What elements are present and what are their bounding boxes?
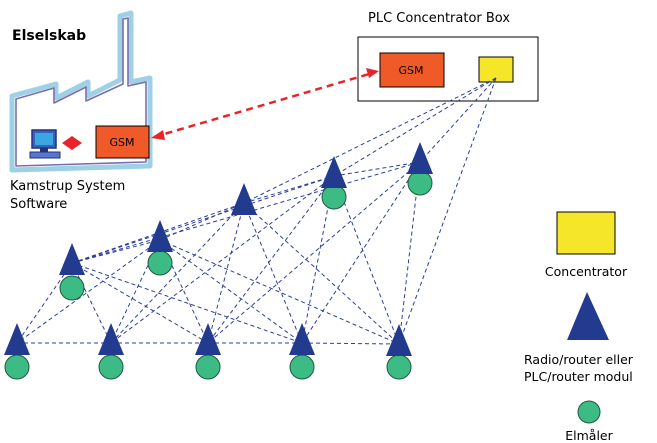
meter-node <box>386 354 412 380</box>
meter-node <box>4 354 30 380</box>
mesh-link <box>243 202 303 344</box>
legend-meter-label: Elmåler <box>565 428 613 443</box>
meter-node <box>59 275 85 301</box>
router-node <box>59 243 85 275</box>
mesh-link <box>159 239 400 345</box>
router-node <box>289 323 315 355</box>
legend: Concentrator Radio/router eller PLC/rout… <box>524 211 634 443</box>
mesh-link <box>159 202 245 241</box>
mesh-link <box>301 342 400 345</box>
meter-node <box>321 184 347 210</box>
mesh-links <box>16 77 497 345</box>
gsm-link <box>151 68 379 140</box>
mesh-link <box>207 175 335 344</box>
gsm-right-label: GSM <box>399 64 424 77</box>
arrowhead-right <box>366 68 379 78</box>
router-node <box>147 220 173 252</box>
gsm-module-right <box>379 52 445 88</box>
mesh-link <box>333 175 400 345</box>
meter-node <box>98 354 124 380</box>
mesh-link <box>71 262 209 344</box>
router-node <box>407 142 433 174</box>
router-node <box>98 323 124 355</box>
mesh-link <box>159 239 209 344</box>
routers <box>4 142 433 356</box>
legend-meter-circle <box>577 400 601 424</box>
mesh-link <box>207 161 421 344</box>
meters <box>4 170 433 380</box>
meter-node <box>407 170 433 196</box>
meter-node <box>147 250 173 276</box>
red-diamond-connector <box>62 136 82 150</box>
mesh-link <box>71 262 303 344</box>
company-label: Elselskab <box>12 28 86 44</box>
mesh-link <box>16 262 73 344</box>
mesh-link <box>71 239 161 264</box>
gsm-module-left: GSM <box>95 125 150 159</box>
router-node <box>4 323 30 355</box>
router-node <box>195 323 221 355</box>
mesh-link <box>110 175 335 344</box>
router-node <box>386 324 412 356</box>
legend-router-triangle <box>567 292 609 340</box>
arrowhead-left <box>151 130 165 140</box>
mesh-link <box>207 202 245 344</box>
software-label-line1: Kamstrup System <box>10 179 125 194</box>
mesh-link <box>71 262 112 344</box>
legend-concentrator-swatch <box>556 211 616 255</box>
concentrator-link <box>419 77 497 163</box>
mesh-link <box>333 161 421 177</box>
router-node <box>321 156 347 188</box>
meter-node <box>195 354 221 380</box>
mesh-link <box>159 239 303 344</box>
legend-router-label-line2: PLC/router modul <box>524 369 633 384</box>
legend-router-label-line1: Radio/router eller <box>524 352 634 367</box>
computer-icon <box>29 129 61 159</box>
mesh-link <box>243 175 335 204</box>
router-node <box>231 183 257 215</box>
software-label-line2: Software <box>10 197 67 212</box>
mesh-link <box>71 161 421 264</box>
concentrator-link <box>333 77 497 177</box>
concentrator-link <box>398 77 497 345</box>
mesh-link <box>16 239 161 344</box>
concentrator-link <box>243 77 497 204</box>
gsm-left-label: GSM <box>110 136 135 149</box>
plc-concentrator-box: GSM <box>357 36 539 102</box>
factory-outline <box>9 10 153 173</box>
legend-concentrator-label: Concentrator <box>545 264 628 279</box>
concentrator-box-small <box>478 56 514 83</box>
plc-box-title: PLC Concentrator Box <box>368 11 510 26</box>
mesh-link <box>301 161 421 344</box>
meter-node <box>289 354 315 380</box>
mesh-link <box>110 239 161 344</box>
mesh-link <box>243 202 400 345</box>
